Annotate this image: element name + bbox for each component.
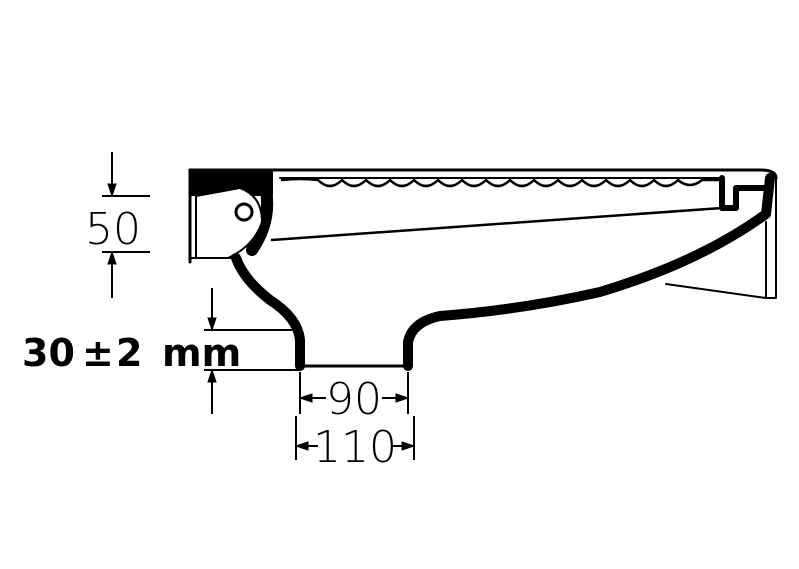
outlet-unit: mm bbox=[162, 331, 241, 375]
outlet-dimension-value: 30 bbox=[22, 331, 75, 375]
dimension-inner-width bbox=[298, 372, 410, 414]
outer-width-label: 110 bbox=[313, 422, 397, 473]
pan-body bbox=[188, 168, 778, 371]
dimension-height bbox=[102, 152, 150, 298]
inner-width-label: 90 bbox=[326, 374, 382, 425]
outer-shell-thick bbox=[231, 173, 775, 371]
flush-hole bbox=[234, 202, 254, 222]
dimension-outlet bbox=[204, 288, 300, 414]
front-curve-thick bbox=[246, 169, 274, 256]
back-step bbox=[719, 175, 773, 211]
bowl-slope-line bbox=[270, 206, 724, 242]
outlet-tolerance-value: 2 bbox=[116, 331, 142, 375]
rim-top-line bbox=[188, 168, 778, 180]
rim-wave bbox=[280, 177, 724, 188]
dimension-outer-width bbox=[294, 416, 416, 460]
rear-foot bbox=[665, 177, 777, 299]
height-dimension-label: 50 bbox=[85, 204, 141, 255]
outlet-tolerance-symbol: ± bbox=[82, 331, 114, 375]
